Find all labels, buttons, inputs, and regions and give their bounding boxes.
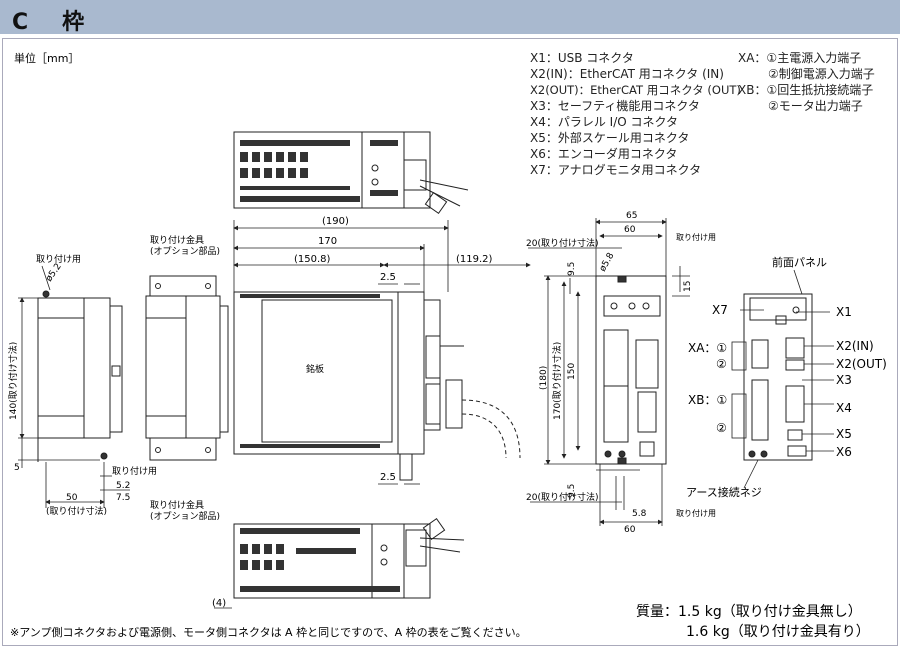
dim-20-top: 20(取り付け寸法) xyxy=(526,237,598,249)
legend-x6: X6：エンコーダ用コネクタ xyxy=(530,146,677,161)
legend-xa-1: XA：①主電源入力端子 xyxy=(738,51,861,65)
dim-150: 150 xyxy=(567,363,577,380)
weight-1: 質量：1.5 kg（取り付け金具無し） xyxy=(636,604,862,620)
dim-5: 5 xyxy=(14,463,20,473)
legend-xb-2: ②モータ出力端子 xyxy=(768,99,863,113)
mount-top-label: 取り付け用 xyxy=(676,232,716,242)
panel-x2-in: X2(IN) xyxy=(836,339,874,353)
panel-x5: X5 xyxy=(836,427,852,441)
dim-119-2: (119.2) xyxy=(456,254,493,265)
legend-x1: X1：USB コネクタ xyxy=(530,51,634,65)
panel-xb-label: XB：① xyxy=(688,393,727,407)
dim-190: (190) xyxy=(322,216,349,227)
dim-15: 15 xyxy=(683,281,693,292)
dim-65: 65 xyxy=(626,211,637,221)
panel-xa-label: XA：① xyxy=(688,341,727,355)
dim-5-8-bot: 5.8 xyxy=(632,509,647,519)
dim-60-top: 60 xyxy=(624,225,636,235)
front-view xyxy=(595,275,667,465)
legend-x2-out: X2(OUT)：EtherCAT 用コネクタ (OUT) xyxy=(530,83,741,97)
mount-bot-label: 取り付け用 xyxy=(676,508,716,518)
top-view xyxy=(233,131,469,215)
panel-x2-out: X2(OUT) xyxy=(836,357,887,371)
dim-60-bot: 60 xyxy=(624,525,636,535)
height-dim: 140(取り付け寸法) xyxy=(7,342,19,420)
legend-x7: X7：アナログモニタ用コネクタ xyxy=(530,163,701,177)
panel-title: 前面パネル xyxy=(772,255,827,269)
legend-x2-in: X2(IN)：EtherCAT 用コネクタ (IN) xyxy=(530,67,724,81)
front-panel-view xyxy=(743,293,813,461)
panel-x7: X7 xyxy=(712,303,728,317)
legend-x4: X4：パラレル I/O コネクタ xyxy=(530,115,678,129)
footer-note: ※アンプ側コネクタおよび電源側、モータ側コネクタは A 枠と同じですので、A 枠… xyxy=(10,625,527,639)
nameplate-label: 銘板 xyxy=(306,363,324,375)
dim-2-5-bot: 2.5 xyxy=(380,472,396,483)
connector-legend: X1：USB コネクタ X2(IN)：EtherCAT 用コネクタ (IN) X… xyxy=(530,51,875,177)
dim-7-5: 7.5 xyxy=(116,493,130,503)
bracket-bottom-label-2: (オプション部品) xyxy=(150,510,220,522)
left-dimensions xyxy=(18,265,130,508)
dim-2-5-top: 2.5 xyxy=(380,272,396,283)
mount-hole-label: 取り付け用 xyxy=(36,254,81,265)
dim-150-8: (150.8) xyxy=(294,254,331,265)
dim-5-8-top: ø5.8 xyxy=(598,251,617,273)
panel-labels: 前面パネル X7 X1 X2(IN) X2(OUT) X3 X4 X5 X6 X… xyxy=(686,255,887,499)
bracket-bottom-label-1: 取り付け金具 xyxy=(150,499,204,511)
hole-dim: ø5.2 xyxy=(44,262,64,284)
front-dimensions xyxy=(528,218,690,526)
panel-x3: X3 xyxy=(836,373,852,387)
legend-xa-2: ②制御電源入力端子 xyxy=(768,66,875,81)
bottom-view xyxy=(233,517,465,599)
legend-x5: X5：外部スケール用コネクタ xyxy=(530,130,689,145)
bracket-top-label-2: (オプション部品) xyxy=(150,245,220,257)
dim-180: (180) xyxy=(539,366,549,390)
panel-x1: X1 xyxy=(836,305,852,319)
dim-20-bot: 20(取り付け寸法) xyxy=(526,491,598,503)
bracket-view xyxy=(145,275,229,461)
dim-9-5-top: 9.5 xyxy=(567,262,577,276)
bracket-top-label-1: 取り付け金具 xyxy=(150,234,204,246)
drawing-frame xyxy=(2,38,898,646)
panel-xb-2: ② xyxy=(716,421,727,435)
section-header: C 枠 xyxy=(0,0,900,35)
dim-50-sub: (取り付け寸法) xyxy=(46,505,107,517)
side-view xyxy=(233,291,521,481)
left-dim-labels: 取り付け用 ø5.2 140(取り付け寸法) 5 取り付け用 5.2 7.5 5… xyxy=(7,254,157,517)
side-dim-labels: (190) 170 (150.8) (119.2) 2.5 2.5 (4) xyxy=(212,216,493,609)
dim-50: 50 xyxy=(66,493,78,503)
panel-xa-2: ② xyxy=(716,357,727,371)
left-side-view xyxy=(37,290,123,462)
dim-4: (4) xyxy=(212,598,226,609)
panel-x4: X4 xyxy=(836,401,852,415)
side-dimensions xyxy=(214,220,531,609)
slot-label: 取り付け用 xyxy=(112,466,157,477)
ground-screw-label: アース接続ネジ xyxy=(686,485,762,499)
bracket-labels: 取り付け金具 (オプション部品) 取り付け金具 (オプション部品) xyxy=(150,234,220,522)
panel-x6: X6 xyxy=(836,445,852,459)
unit-label: 単位［mm］ xyxy=(14,51,79,65)
dim-170: 170 xyxy=(318,236,337,247)
dim-170: 170(取り付け寸法) xyxy=(551,342,563,420)
panel-leaders xyxy=(731,269,834,489)
weight-2: 1.6 kg（取り付け金具有り） xyxy=(686,624,870,640)
section-title: C 枠 xyxy=(12,10,91,35)
legend-x3: X3：セーフティ機能用コネクタ xyxy=(530,98,700,113)
dim-5-2: 5.2 xyxy=(116,481,130,491)
legend-xb-1: XB：①回生抵抗接続端子 xyxy=(738,82,873,97)
dim-9-5-bot: 9.5 xyxy=(567,484,577,498)
